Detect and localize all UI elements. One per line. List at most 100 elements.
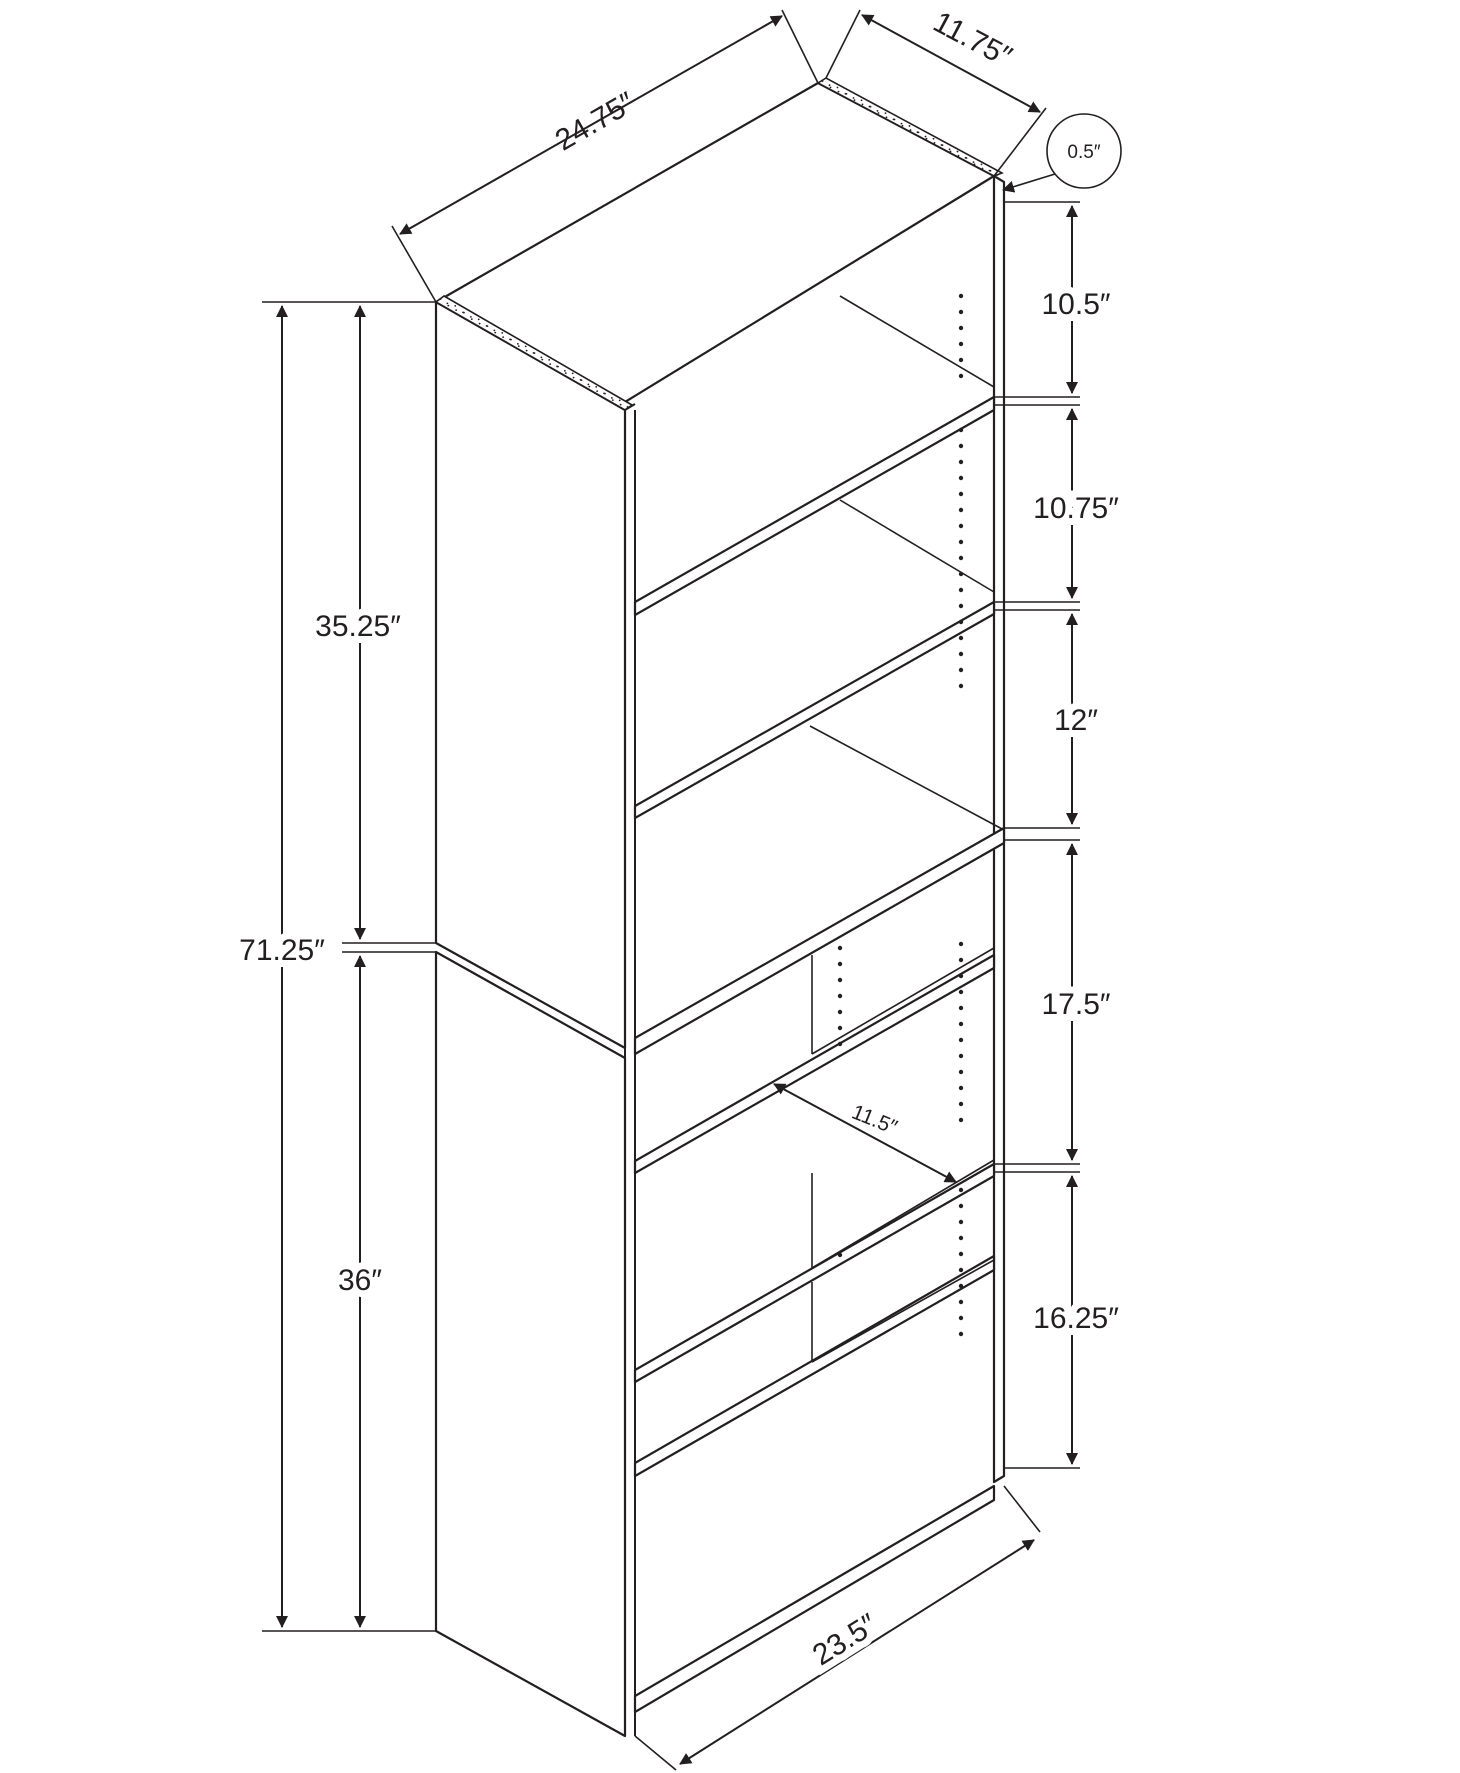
left-side-panel-upper [434, 300, 627, 1050]
shelf-pin-hole [958, 1069, 964, 1075]
left-side-panel-lower [434, 950, 627, 1738]
edge-band-speckle [836, 86, 839, 89]
edge-band-speckle [618, 399, 621, 402]
shelf-pin-hole [837, 993, 843, 999]
shelf-pin-hole [958, 443, 964, 449]
edge-band-speckle [837, 90, 840, 93]
edge-band-speckle [909, 129, 912, 131]
shelf-pin-hole [958, 1251, 964, 1257]
edge-band-speckle [611, 399, 614, 402]
label-bottom-width: 23.5″ [807, 1607, 883, 1672]
shelf-2 [633, 600, 996, 820]
label-shelf-3: 12″ [1054, 704, 1098, 737]
shelf-pin-hole [958, 603, 964, 609]
edge-band-speckle [588, 385, 591, 388]
shelf-pin-hole [958, 1021, 964, 1027]
label-lower-section: 36″ [338, 1264, 382, 1297]
shelf-pin-hole [958, 1219, 964, 1225]
shelf-pin-hole [837, 1009, 843, 1015]
shelf-pin-hole [958, 357, 964, 363]
label-top-depth: 11.75″ [928, 5, 1018, 74]
edge-band-speckle [981, 167, 984, 170]
shelf-pin-hole [958, 539, 964, 545]
shelf-pin-hole [958, 325, 964, 331]
edge-band-speckle [524, 345, 527, 348]
edge-band-speckle [541, 358, 544, 361]
edge-band-speckle [973, 163, 976, 166]
shelf-pin-hole [837, 1025, 843, 1031]
edge-band-speckle [980, 163, 983, 166]
edge-band-speckle [852, 97, 855, 99]
shelf-pin-hole [958, 1005, 964, 1011]
edge-band-speckle [549, 363, 552, 366]
shelves [633, 295, 1006, 1714]
shelf-4 [633, 953, 996, 1175]
shelf-pin-hole [958, 1203, 964, 1209]
shelf-pin-hole [958, 1331, 964, 1337]
label-shelf-1: 10.5″ [1041, 288, 1110, 321]
edge-band-speckle [610, 396, 613, 399]
shelf-pin-hole [958, 989, 964, 995]
edge-band-speckle [917, 131, 920, 134]
shelf-pin-hole [958, 635, 964, 641]
edge-band-speckle [533, 352, 536, 355]
edge-band-speckle [989, 169, 992, 172]
edge-band-speckle [454, 304, 457, 307]
edge-band-speckle [932, 137, 935, 140]
edge-band-speckle [893, 118, 896, 121]
edge-band-speckle [845, 92, 848, 95]
shelf-pin-hole [958, 941, 964, 947]
edge-band-speckle [580, 379, 583, 382]
edge-band-speckle [924, 135, 927, 138]
edge-band-speckle [957, 154, 960, 157]
shelf-pin-hole [837, 961, 843, 967]
shelf-pin-hole [958, 619, 964, 625]
edge-band-speckle [463, 311, 465, 314]
thickness-callout-circle [1046, 113, 1122, 189]
edge-band-speckle [956, 150, 959, 153]
label-shelf-2: 10.75″ [1033, 492, 1119, 525]
shelf-pin-hole [958, 1187, 964, 1193]
label-top-width: 24.75″ [550, 86, 641, 158]
edge-band-speckle [516, 342, 519, 345]
edge-band-speckle [933, 141, 936, 144]
shelf-pin-hole [958, 667, 964, 673]
shelf-pin-hole [958, 571, 964, 577]
shelf-5 [633, 1162, 996, 1384]
shelf-pin-hole [958, 309, 964, 315]
edge-band-speckle [447, 304, 450, 307]
edge-band-speckle [596, 390, 599, 393]
bookcase-body [434, 77, 1006, 1738]
shelf-pin-hole [958, 1101, 964, 1107]
shelf-pin-hole [958, 1117, 964, 1123]
dim-line-bottom-width [679, 1539, 1035, 1765]
edge-band-speckle [564, 372, 567, 375]
edge-band-speckle [604, 392, 606, 395]
shelf-pin-hole [837, 1041, 843, 1047]
edge-band-speckle [587, 383, 590, 386]
shelf-pin-holes [837, 293, 964, 1337]
shelf-pin-hole [958, 523, 964, 529]
shelf-pin-hole [958, 1235, 964, 1241]
edge-band-speckle [469, 315, 472, 318]
shelf-pin-hole [958, 475, 964, 481]
label-shelf-4: 17.5″ [1041, 988, 1110, 1021]
shelf-pin-hole [958, 555, 964, 561]
edge-band-speckle [885, 116, 888, 119]
edge-band-speckle [548, 358, 551, 361]
edge-band-speckle [900, 122, 903, 125]
edge-band-speckle [572, 376, 575, 379]
edge-band-speckle [439, 298, 442, 301]
edge-band-speckle [829, 86, 832, 89]
edge-band-speckle [861, 103, 864, 106]
edge-band-speckle [941, 144, 944, 147]
shelf-pin-hole [958, 459, 964, 465]
edge-band-speckle [876, 109, 879, 112]
edge-band-speckle [908, 125, 911, 127]
edge-band-speckle [486, 325, 489, 328]
edge-band-speckle [478, 322, 481, 325]
label-shelf-5: 16.25″ [1033, 1302, 1119, 1335]
edge-band-speckle [869, 105, 872, 108]
shelf-1 [633, 395, 996, 617]
